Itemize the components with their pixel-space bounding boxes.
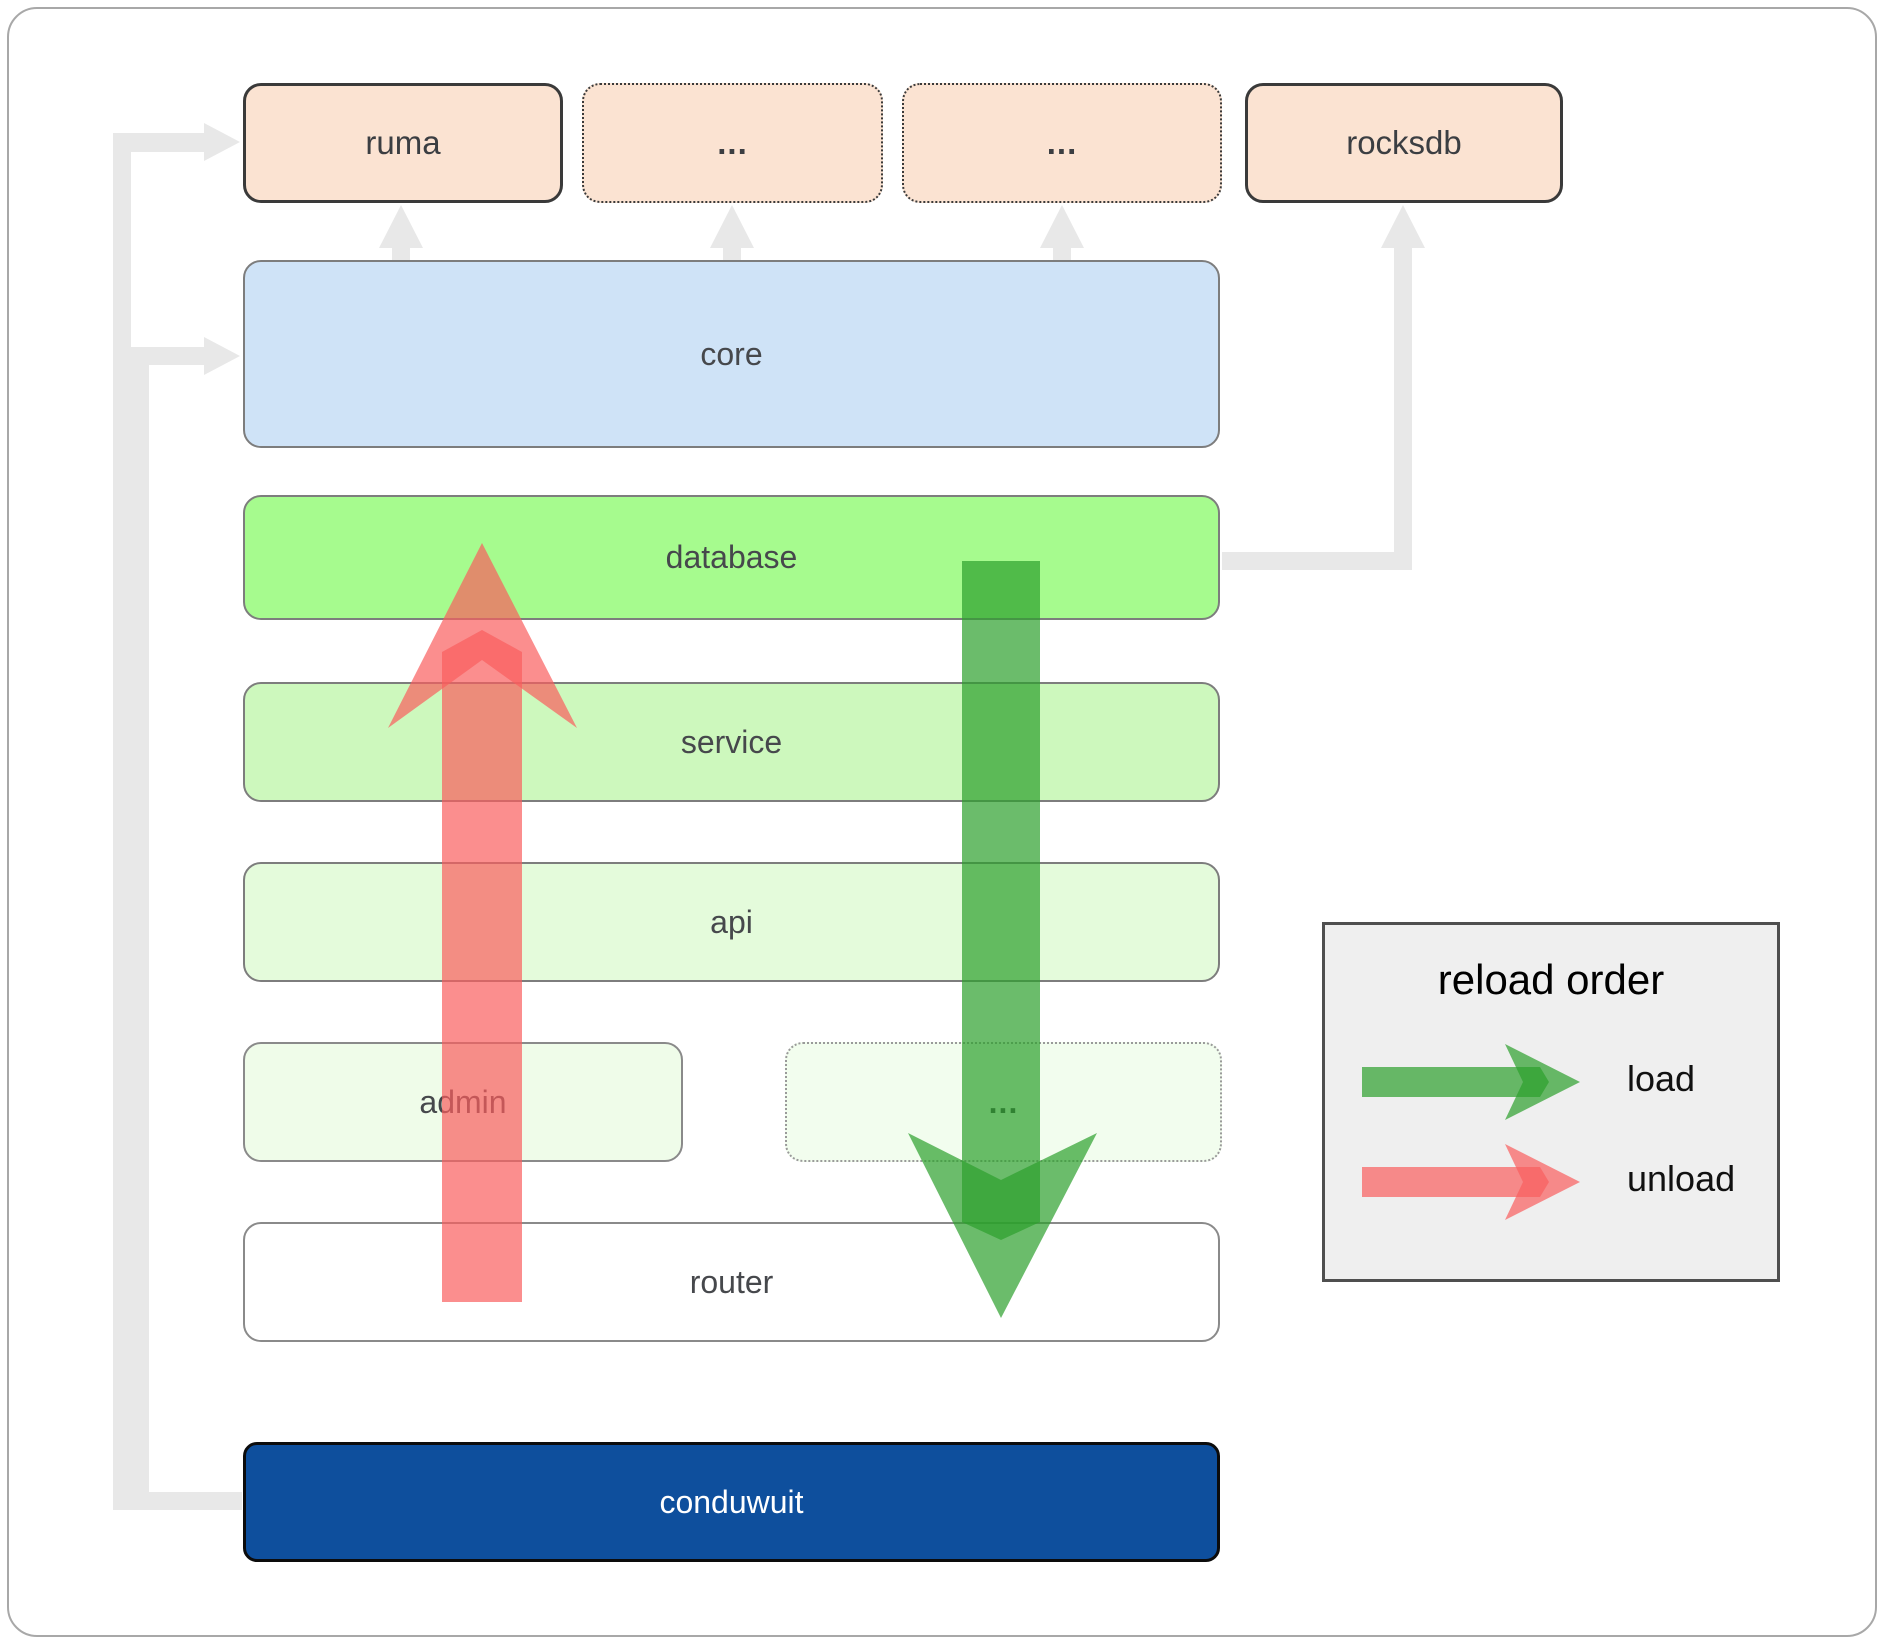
diagram-border bbox=[7, 7, 1877, 1637]
box-ruma: ruma bbox=[243, 83, 563, 203]
box-database: database bbox=[243, 495, 1220, 620]
box-router: router bbox=[243, 1222, 1220, 1342]
box-api: api bbox=[243, 862, 1220, 982]
box-admin-ellipsis-label: ... bbox=[988, 1083, 1019, 1120]
legend-load-label: load bbox=[1627, 1058, 1696, 1099]
legend-unload-label: unload bbox=[1627, 1158, 1736, 1199]
box-core-label: core bbox=[700, 335, 763, 372]
box-api-label: api bbox=[710, 903, 753, 940]
box-admin-label: admin bbox=[419, 1083, 507, 1120]
box-router-label: router bbox=[689, 1263, 774, 1300]
box-service-label: service bbox=[680, 723, 783, 760]
box-admin-ellipsis: ... bbox=[785, 1042, 1222, 1162]
box-core: core bbox=[243, 260, 1220, 448]
box-ellipsis-1-label: ... bbox=[717, 124, 748, 161]
box-service: service bbox=[243, 682, 1220, 802]
box-rocksdb: rocksdb bbox=[1245, 83, 1563, 203]
box-database-label: database bbox=[665, 539, 798, 575]
box-ruma-label: ruma bbox=[365, 124, 441, 161]
box-conduwuit: conduwuit bbox=[243, 1442, 1220, 1562]
box-admin: admin bbox=[243, 1042, 683, 1162]
legend-title: reload order bbox=[1437, 956, 1665, 1003]
box-ellipsis-1: ... bbox=[582, 83, 883, 203]
box-conduwuit-label: conduwuit bbox=[659, 1483, 804, 1520]
box-rocksdb-label: rocksdb bbox=[1346, 124, 1462, 161]
box-ellipsis-2-label: ... bbox=[1046, 124, 1078, 161]
box-ellipsis-2: ... bbox=[902, 83, 1222, 203]
